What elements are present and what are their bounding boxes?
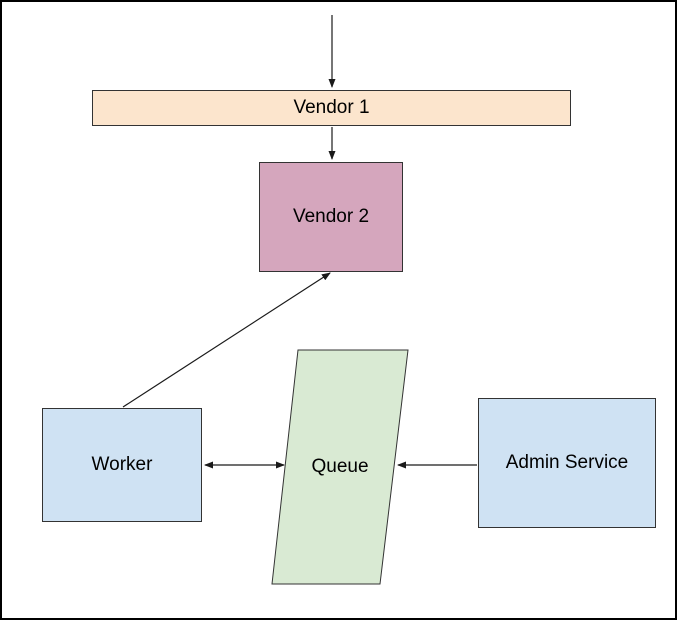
edge-worker-to-vendor2	[122, 272, 331, 408]
node-worker-label: Worker	[91, 453, 153, 475]
node-vendor2-label: Vendor 2	[292, 205, 370, 227]
node-admin-service: Admin Service	[478, 398, 656, 528]
node-vendor1: Vendor 1	[92, 90, 571, 126]
node-worker: Worker	[42, 408, 202, 522]
node-vendor1-label: Vendor 1	[293, 96, 370, 118]
node-admin-service-label: Admin Service	[505, 451, 629, 473]
node-queue-shape	[271, 349, 409, 585]
node-vendor2: Vendor 2	[259, 162, 403, 272]
